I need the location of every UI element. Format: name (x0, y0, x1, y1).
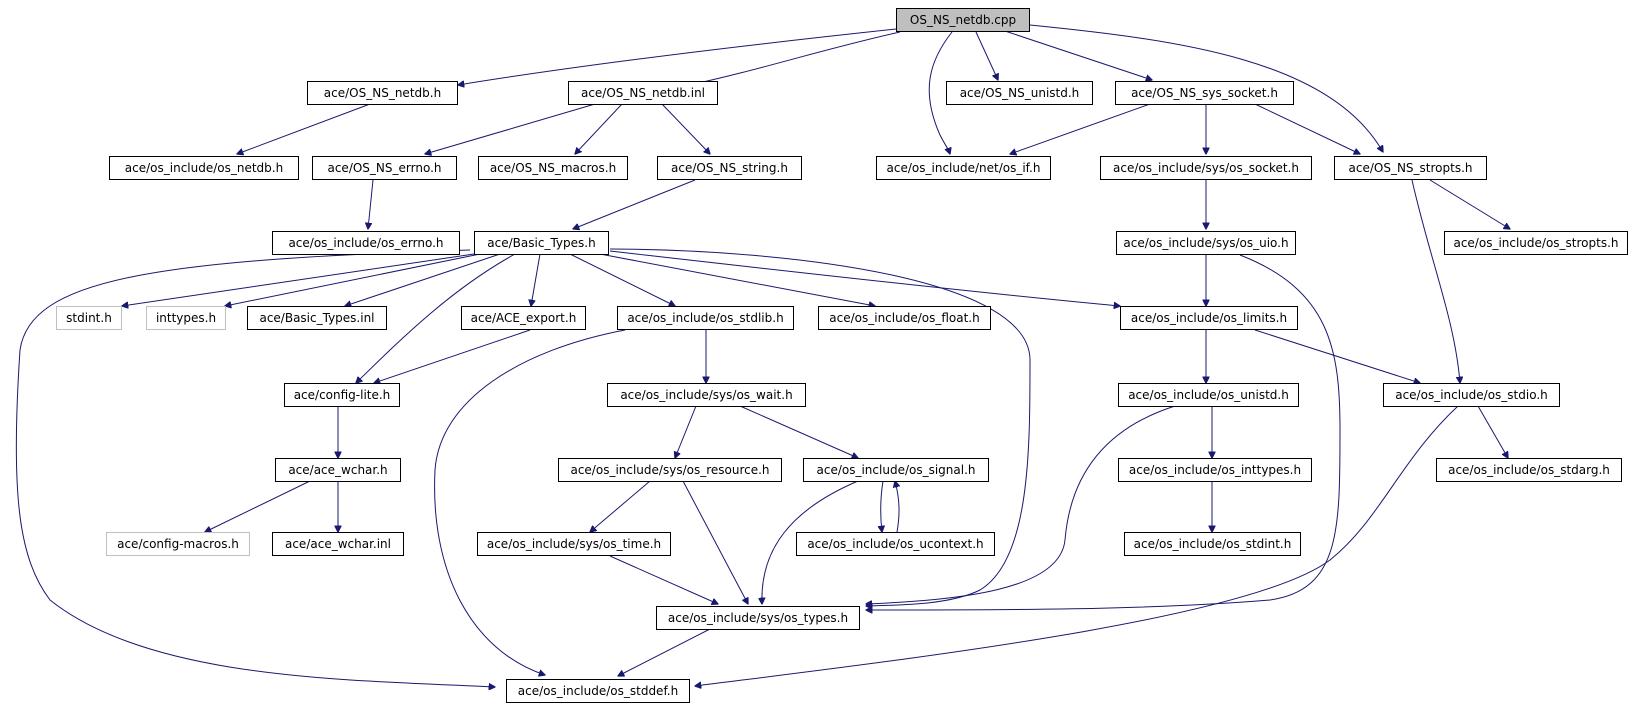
edge-os-stdio-to-os-stddef-h (695, 405, 1459, 686)
edge-root-to-os-ns-unistd-h (975, 31, 998, 80)
node-os-include-os-netdb-h[interactable]: ace/os_include/os_netdb.h (109, 156, 299, 180)
node-os-ns-netdb-inl[interactable]: ace/OS_NS_netdb.inl (568, 81, 718, 105)
node-os-include-os-inttypes-h[interactable]: ace/os_include/os_inttypes.h (1118, 458, 1312, 482)
node-stdint-h: stdint.h (56, 306, 122, 330)
node-config-lite-h[interactable]: ace/config-lite.h (284, 383, 400, 407)
edge-os-signal-to-sys-os-types-h (762, 480, 859, 604)
edge-os-ns-netdb-h-to-os-netdb-h (237, 103, 371, 154)
node-os-ns-errno-h[interactable]: ace/OS_NS_errno.h (312, 156, 457, 180)
edge-sys-os-resource-to-sys-os-time-h (590, 480, 651, 532)
node-os-include-os-stropts-h[interactable]: ace/os_include/os_stropts.h (1444, 231, 1628, 255)
edge-basic-types-to-inttypes-h (225, 253, 481, 306)
edge-ace-wchar-to-config-macros-h (205, 480, 311, 532)
node-os-ns-netdb-h[interactable]: ace/OS_NS_netdb.h (307, 81, 458, 105)
edge-os-ns-sys-socket-h-to-net-os-if-h (1010, 103, 1151, 154)
edge-os-ns-netdb-inl-to-os-ns-string-h (661, 103, 710, 154)
edge-os-signal-to-os-ucontext-h (881, 480, 883, 532)
edge-os-ns-stropts-h-to-os-stdio-h (1411, 179, 1460, 383)
node-os-include-sys-os-time-h[interactable]: ace/os_include/sys/os_time.h (477, 532, 671, 556)
edge-os-ns-errno-h-to-os-errno-h (368, 179, 374, 229)
edge-basic-types-to-os-stdlib-h (569, 253, 675, 306)
node-os-include-os-stdarg-h[interactable]: ace/os_include/os_stdarg.h (1436, 458, 1622, 482)
node-ace-export-h[interactable]: ace/ACE_export.h (461, 306, 586, 330)
node-os-include-os-stdlib-h[interactable]: ace/os_include/os_stdlib.h (617, 306, 794, 330)
node-inttypes-h: inttypes.h (146, 306, 226, 330)
edge-os-ns-sys-socket-h-to-os-ns-stropts-h (1254, 103, 1360, 154)
edge-root-to-os-ns-sys-socket-h (1004, 30, 1152, 80)
edge-root-to-os-ns-netdb-h (458, 28, 897, 85)
node-os-include-sys-os-resource-h[interactable]: ace/os_include/sys/os_resource.h (558, 458, 782, 482)
node-os-include-os-unistd-h[interactable]: ace/os_include/os_unistd.h (1118, 383, 1299, 407)
edge-os-stdio-to-os-stdarg-h (1477, 405, 1508, 458)
edge-group (15, 24, 1510, 687)
node-os-include-os-float-h[interactable]: ace/os_include/os_float.h (818, 306, 991, 330)
edge-os-ns-netdb-inl-to-os-ns-errno-h (425, 103, 596, 154)
node-basic-types-h[interactable]: ace/Basic_Types.h (474, 231, 609, 255)
node-os-ns-stropts-h[interactable]: ace/OS_NS_stropts.h (1334, 156, 1487, 180)
node-os-ns-netdb-cpp[interactable]: OS_NS_netdb.cpp (896, 8, 1030, 32)
node-ace-wchar-h[interactable]: ace/ace_wchar.h (275, 458, 401, 482)
edge-root-to-net-os-if-h (928, 31, 953, 154)
edge-basic-types-to-os-limits-h (609, 250, 1120, 306)
edge-basic-types-to-ace-export-h (531, 253, 541, 306)
edge-ace-export-to-config-lite-h (374, 329, 531, 383)
node-os-include-os-limits-h[interactable]: ace/os_include/os_limits.h (1120, 306, 1298, 330)
node-config-macros-h: ace/config-macros.h (106, 532, 250, 556)
node-os-include-os-stdio-h[interactable]: ace/os_include/os_stdio.h (1383, 383, 1560, 407)
edge-os-unistd-to-sys-os-types-h (866, 405, 1176, 604)
node-os-ns-string-h[interactable]: ace/OS_NS_string.h (657, 156, 802, 180)
edge-os-ucontext-to-os-signal-h (895, 481, 899, 533)
node-os-include-sys-os-types-h[interactable]: ace/os_include/sys/os_types.h (656, 606, 860, 630)
node-os-include-sys-os-wait-h[interactable]: ace/os_include/sys/os_wait.h (607, 383, 806, 407)
edge-basic-types-to-sys-os-types-h (609, 248, 1031, 606)
edge-basic-types-to-basic-types-inl (345, 253, 501, 306)
edge-basic-types-to-os-stddef-h (15, 249, 495, 687)
edge-root-to-os-ns-netdb-inl (685, 31, 901, 86)
node-os-ns-macros-h[interactable]: ace/OS_NS_macros.h (478, 156, 628, 180)
node-os-ns-sys-socket-h[interactable]: ace/OS_NS_sys_socket.h (1115, 81, 1294, 105)
node-os-ns-unistd-h[interactable]: ace/OS_NS_unistd.h (946, 81, 1093, 105)
edge-os-limits-to-os-stdio-h (1254, 329, 1420, 383)
edge-basic-types-to-config-lite-h (356, 253, 516, 383)
node-os-include-sys-os-socket-h[interactable]: ace/os_include/sys/os_socket.h (1100, 156, 1312, 180)
edge-sys-os-wait-to-os-signal-h (739, 405, 858, 458)
edge-os-ns-string-h-to-basic-types-h (573, 179, 696, 229)
edge-root-to-os-ns-stropts-h (1029, 24, 1383, 152)
node-os-include-os-stddef-h[interactable]: ace/os_include/os_stddef.h (506, 679, 690, 703)
node-ace-wchar-inl[interactable]: ace/ace_wchar.inl (272, 532, 404, 556)
edge-basic-types-to-os-float-h (599, 253, 875, 306)
node-os-include-net-os-if-h[interactable]: ace/os_include/net/os_if.h (876, 156, 1051, 180)
node-os-include-os-ucontext-h[interactable]: ace/os_include/os_ucontext.h (796, 532, 995, 556)
node-basic-types-inl[interactable]: ace/Basic_Types.inl (247, 306, 387, 330)
edge-sys-os-wait-to-sys-os-resource-h (675, 405, 697, 458)
edge-os-ns-netdb-inl-to-os-ns-macros-h (575, 103, 623, 154)
node-os-include-os-stdint-h[interactable]: ace/os_include/os_stdint.h (1124, 532, 1301, 556)
edge-sys-os-uio-to-sys-os-types-h (866, 254, 1341, 610)
edge-basic-types-to-stdint-h (122, 253, 475, 306)
node-os-include-os-errno-h[interactable]: ace/os_include/os_errno.h (272, 231, 460, 255)
edge-sys-os-types-to-os-stddef-h (618, 628, 711, 676)
edge-os-ns-stropts-h-to-os-stropts-h (1429, 179, 1510, 229)
node-os-include-os-signal-h[interactable]: ace/os_include/os_signal.h (803, 458, 989, 482)
edge-os-stdlib-to-os-stddef-h (434, 329, 626, 675)
node-os-include-sys-os-uio-h[interactable]: ace/os_include/sys/os_uio.h (1116, 231, 1296, 255)
edge-sys-os-resource-to-sys-os-types-h (682, 480, 748, 604)
edge-sys-os-time-to-sys-os-types-h (609, 555, 718, 604)
